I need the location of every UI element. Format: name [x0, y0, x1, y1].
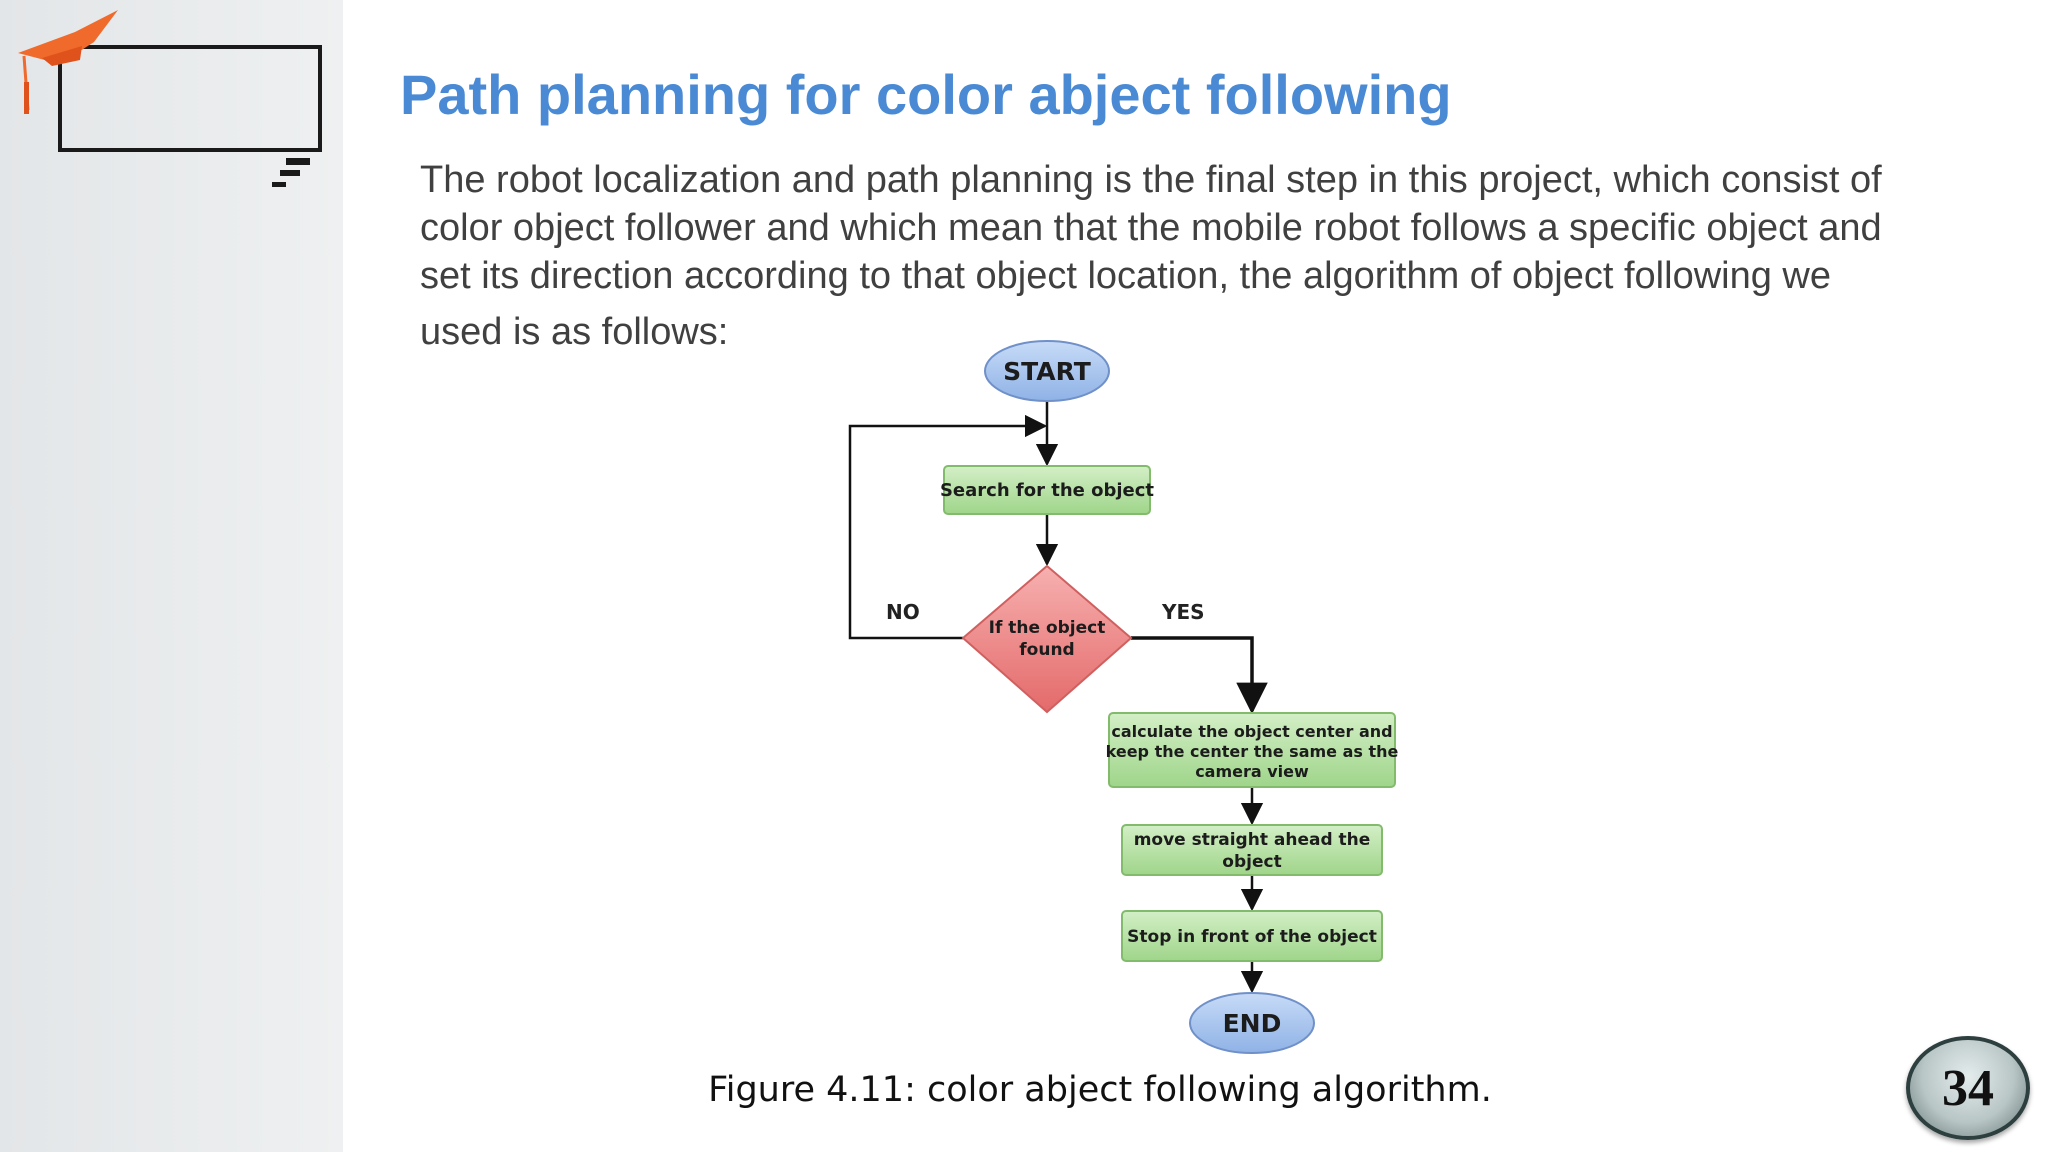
arrow-no-loop: [848, 414, 1048, 640]
body-line: The robot localization and path planning…: [420, 159, 1882, 201]
search-node: Search for the object: [940, 465, 1154, 515]
arrow-yes-branch: [1131, 636, 1268, 715]
calculate-node: calculate the object center and keep the…: [1106, 712, 1399, 788]
calc-label-line3: camera view: [1195, 762, 1309, 781]
end-node: END: [1189, 992, 1315, 1054]
body-line: color object follower and which mean tha…: [420, 207, 1882, 249]
body-line: set its direction according to that obje…: [420, 255, 1831, 297]
graduation-logo: [18, 10, 322, 187]
sidebar-panel: [0, 0, 343, 1152]
decision-node: If the object found: [961, 564, 1133, 714]
move-label-line2: object: [1222, 852, 1281, 872]
calc-label-line1: calculate the object center and: [1111, 722, 1392, 741]
connector-lines: [848, 400, 1268, 994]
page-number: 34: [1942, 1059, 1994, 1117]
stop-label: Stop in front of the object: [1127, 927, 1377, 947]
move-label-line1: move straight ahead the: [1134, 830, 1371, 850]
slide-title: Path planning for color abject following: [400, 63, 1452, 126]
decision-label-line1: If the object: [989, 618, 1106, 638]
page-number-badge: 34: [1906, 1036, 2030, 1140]
yes-label: YES: [1161, 600, 1205, 624]
start-label: START: [1003, 357, 1091, 386]
calc-label-line2: keep the center the same as the: [1106, 742, 1399, 761]
figure-caption: Figure 4.11: color abject following algo…: [708, 1070, 1492, 1110]
decision-label-line2: found: [1019, 640, 1074, 660]
body-paragraph: The robot localization and path planning…: [420, 156, 1980, 356]
no-label: NO: [886, 600, 920, 624]
search-label: Search for the object: [940, 480, 1154, 501]
body-line: used is as follows:: [420, 311, 729, 353]
stop-node: Stop in front of the object: [1121, 910, 1383, 962]
move-node: move straight ahead the object: [1121, 824, 1383, 876]
end-label: END: [1223, 1009, 1282, 1038]
start-node: START: [984, 340, 1110, 402]
graduation-cap-icon: [18, 10, 118, 114]
step-marks-icon: [272, 158, 310, 187]
